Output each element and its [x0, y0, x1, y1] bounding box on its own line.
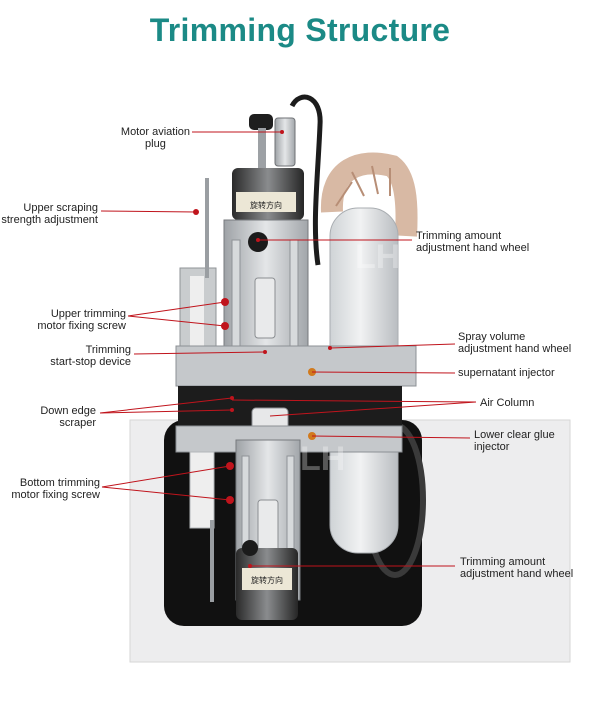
lower-side-plate	[189, 451, 215, 529]
leader-trimming-start-stop	[133, 351, 266, 355]
leader-air-column-a	[231, 399, 477, 403]
lower-adjust-screw	[257, 499, 279, 555]
upper-side-plate	[190, 276, 204, 348]
leader-lines	[99, 131, 477, 567]
label-supernatant-injector: supernatant injector	[458, 367, 555, 379]
motor-plug-knob	[249, 114, 273, 130]
leader-bottom-motor-b	[101, 486, 231, 501]
leader-supernatant	[311, 371, 456, 374]
leader-upper-motor-a	[127, 301, 226, 317]
page-title: Trimming Structure	[149, 12, 451, 48]
leader-lower-clear-glue	[311, 435, 471, 439]
leader-down-edge-a	[99, 397, 233, 414]
leader-air-column-b	[269, 401, 477, 417]
lower-motor-plate: 旋转方向	[251, 575, 283, 585]
dark-block	[178, 386, 402, 426]
lower-scraper-rod	[210, 520, 214, 602]
watermark-upper: LH	[355, 238, 400, 276]
motor-plug-stem	[258, 128, 266, 168]
aviation-plug	[274, 117, 296, 167]
upper-spring-left	[231, 239, 241, 361]
leader-spray-volume	[329, 343, 456, 349]
upper-motor-plate: 旋转方向	[250, 200, 282, 210]
upper-scraping-rod	[205, 178, 209, 278]
leader-upper-scraping	[100, 210, 197, 213]
lower-motor-label	[242, 568, 292, 590]
middle-plate	[175, 345, 417, 387]
leader-bottom-motor-a	[101, 465, 231, 488]
leader-upper-motor-b	[127, 315, 226, 327]
upper-spring-right	[289, 239, 299, 361]
label-air-column: Air Column	[480, 397, 535, 409]
spiral-hose	[320, 152, 418, 237]
upper-adjust-screw	[254, 277, 276, 339]
upper-motor-label	[236, 192, 296, 212]
trimming-amount-lower-handwheel	[242, 540, 258, 556]
motor-cable	[289, 94, 323, 266]
leader-dots	[230, 130, 332, 568]
hose-rings	[335, 165, 391, 207]
leader-down-edge-b	[99, 409, 233, 414]
watermark-lower: LH	[300, 440, 345, 478]
